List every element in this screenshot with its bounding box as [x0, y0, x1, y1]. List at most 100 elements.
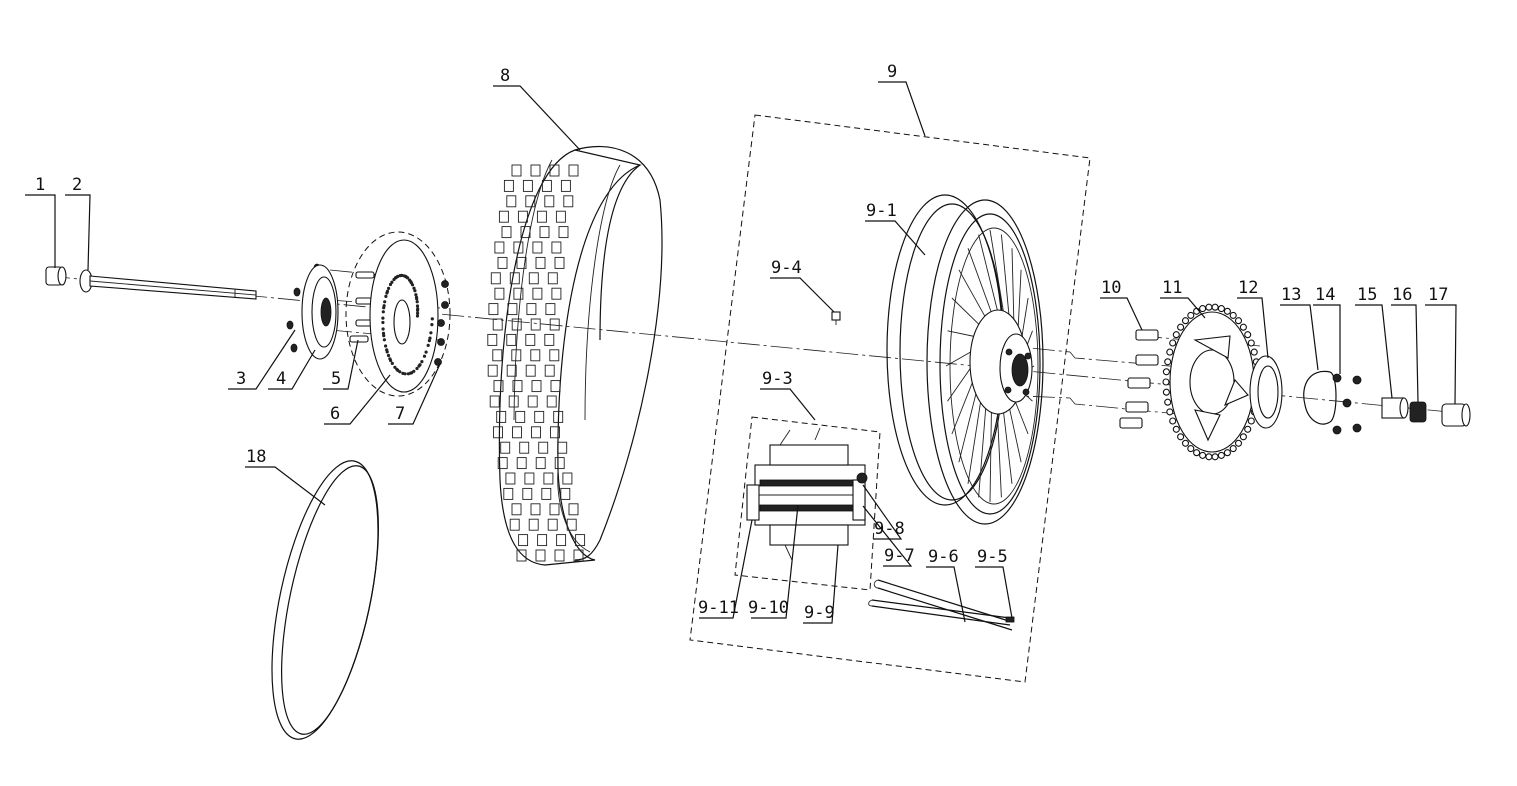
- tread-block: [557, 441, 568, 454]
- tread-block: [497, 457, 508, 470]
- disc-hole: [388, 357, 392, 361]
- tread-block: [509, 272, 520, 285]
- sprocket-tooth: [1199, 451, 1207, 459]
- tread-block: [566, 518, 577, 531]
- tread-block: [560, 179, 571, 192]
- callout-4: 4: [276, 369, 286, 389]
- tread-block: [519, 441, 530, 454]
- callout-9-9: 9-9: [804, 603, 835, 623]
- sprocket-tooth: [1234, 439, 1243, 447]
- tread-block: [549, 164, 560, 177]
- tread-block: [496, 410, 507, 423]
- disc-hole: [414, 293, 418, 297]
- part-16-axle-nut: [1409, 401, 1427, 423]
- part-18-rim-tape: [271, 460, 379, 740]
- tread-block: [546, 395, 557, 408]
- sprocket-tooth: [1244, 425, 1252, 433]
- sprocket-tooth: [1164, 398, 1172, 406]
- callout-16: 16: [1392, 285, 1412, 305]
- tread-block: [532, 241, 543, 254]
- spoke: [989, 405, 992, 503]
- tread-block: [544, 364, 555, 377]
- tread-block: [558, 226, 569, 239]
- tread-block: [532, 287, 543, 300]
- tread-block: [539, 226, 550, 239]
- disc-hole: [381, 310, 385, 314]
- disc-hole: [394, 275, 398, 279]
- spoke: [1011, 248, 1015, 331]
- sprocket-tooth: [1223, 449, 1231, 457]
- spoke: [967, 248, 994, 318]
- sprocket-tooth: [1181, 439, 1190, 447]
- sprocket-tooth: [1164, 358, 1172, 366]
- tread-block: [568, 503, 579, 516]
- spoke: [1007, 402, 1022, 463]
- disc-hole: [409, 371, 413, 375]
- sprocket-tooth: [1211, 453, 1219, 461]
- part-10-sprocket-bolts: [1119, 329, 1159, 429]
- callout-9-6: 9-6: [928, 547, 959, 567]
- disc-hole: [381, 331, 386, 335]
- disc-hole: [420, 360, 424, 364]
- part-4-hub-flange: [301, 264, 339, 360]
- disc-hole: [430, 323, 434, 327]
- sprocket-tooth: [1166, 408, 1174, 416]
- tread-block: [525, 364, 536, 377]
- tread-block: [568, 164, 579, 177]
- tread-block: [517, 210, 528, 223]
- tread-block: [536, 210, 547, 223]
- leader-lines: [25, 81, 1457, 624]
- disc-hole: [381, 327, 385, 331]
- callout-15: 15: [1357, 285, 1377, 305]
- tread-block: [547, 518, 558, 531]
- sprocket-tooth: [1193, 449, 1201, 457]
- spoke: [978, 234, 1000, 317]
- tread-block: [541, 487, 552, 500]
- sprocket-tooth: [1205, 303, 1213, 311]
- sprocket-tooth: [1223, 307, 1231, 315]
- disc-hole: [427, 339, 431, 343]
- tread-block: [518, 534, 529, 547]
- callout-7: 7: [395, 404, 405, 424]
- sprocket-tooth: [1187, 445, 1195, 453]
- tread-block: [513, 241, 524, 254]
- spoke: [958, 383, 979, 463]
- tread-block: [524, 472, 535, 485]
- sprocket-tooth: [1187, 311, 1195, 319]
- sprocket-tooth: [1247, 339, 1255, 347]
- disc-hole: [415, 366, 419, 371]
- callout-10: 10: [1101, 278, 1121, 298]
- callout-5: 5: [331, 369, 341, 389]
- disc-hole: [415, 304, 420, 308]
- tread-block: [493, 426, 503, 439]
- disc-hole: [393, 365, 397, 369]
- callout-9-11: 9-11: [698, 598, 739, 618]
- disc-hole: [383, 300, 387, 304]
- part-11-sprocket: [1162, 303, 1262, 461]
- disc-hole: [428, 336, 432, 340]
- tread-block: [530, 349, 541, 362]
- spoke: [1002, 406, 1013, 484]
- tread-block: [505, 472, 516, 485]
- tread-block: [522, 179, 533, 192]
- tread-block: [575, 534, 586, 547]
- callout-3: 3: [236, 369, 246, 389]
- tread-block: [527, 395, 538, 408]
- tread-block: [541, 179, 552, 192]
- disc-hole: [382, 304, 386, 308]
- tread-block: [492, 349, 503, 362]
- sprocket-tooth: [1205, 453, 1213, 461]
- callout-9: 9: [887, 62, 897, 82]
- tread-block: [534, 410, 545, 423]
- tread-block: [522, 487, 533, 500]
- tread-block: [492, 318, 503, 331]
- part-9-5-9-6-spokes: [868, 579, 1015, 631]
- callout-17: 17: [1428, 285, 1448, 305]
- part-9-1-rim: [886, 194, 1044, 525]
- part-9-3-hub-section: [734, 416, 881, 591]
- spoke: [967, 393, 983, 484]
- tread-block: [543, 472, 554, 485]
- disc-hole: [390, 280, 394, 284]
- tread-block: [531, 380, 542, 393]
- tread-block: [549, 318, 560, 331]
